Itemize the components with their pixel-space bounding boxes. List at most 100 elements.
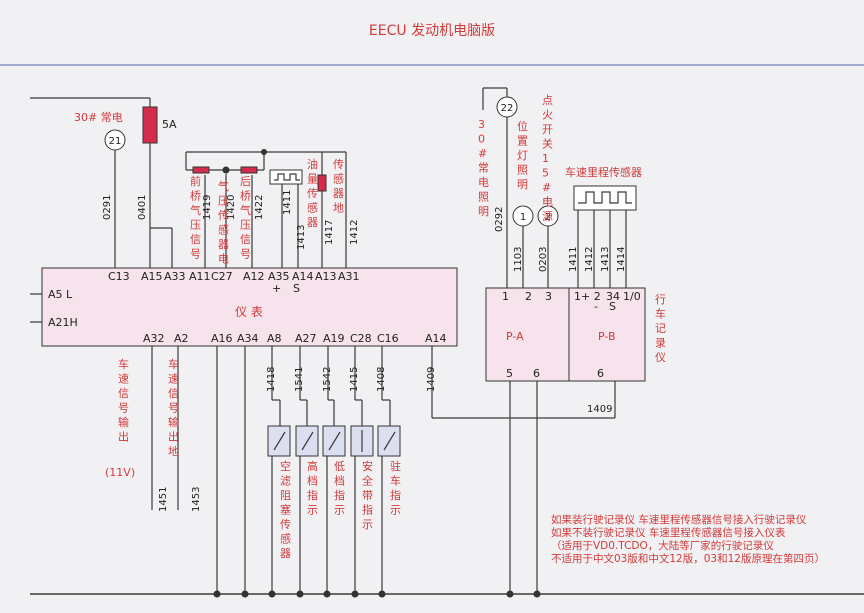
svg-text:1412: 1412 — [584, 247, 595, 272]
svg-text:1415: 1415 — [349, 367, 360, 392]
svg-text:A35: A35 — [268, 270, 290, 283]
pa-label: P-A — [506, 330, 524, 343]
top-wire-numbers: 0291 0401 1419 1420 1422 1411 1413 1417 … — [102, 190, 360, 250]
meter-bottom-pins: A32 A2 A16 A34 A8 A27 A19 C28 C16 A14 — [143, 332, 447, 345]
svg-text:A8: A8 — [267, 332, 282, 345]
svg-text:不适用于中文03版和中文12版，03和12版原理在第四页）: 不适用于中文03版和中文12版，03和12版原理在第四页） — [551, 552, 825, 565]
svg-text:0292: 0292 — [494, 207, 505, 232]
label-11v: (11V) — [105, 466, 135, 479]
svg-text:1417: 1417 — [324, 220, 335, 245]
svg-text:A11: A11 — [189, 270, 211, 283]
svg-text:A5 L: A5 L — [48, 288, 73, 301]
svg-text:1413: 1413 — [296, 225, 307, 250]
low-gear-switch-icon — [322, 425, 346, 457]
label-front-pressure: 前桥气压信号 — [190, 174, 201, 261]
label-fuel-sensor: 油量传感器 — [307, 157, 318, 229]
label-sensor-ground: 传感器地 — [333, 158, 344, 215]
speed-sensor-icon — [573, 185, 637, 288]
svg-text:+: + — [272, 282, 281, 295]
svg-text:A21H: A21H — [48, 316, 78, 329]
svg-text:1103: 1103 — [513, 247, 524, 272]
svg-text:1408: 1408 — [376, 367, 387, 392]
fuel-sensor — [317, 174, 327, 192]
svg-text:1422: 1422 — [254, 195, 265, 220]
svg-text:1414: 1414 — [616, 247, 627, 272]
label-low-gear: 低档指示 — [334, 460, 345, 517]
supply-label: 30# 常电 — [74, 111, 123, 124]
svg-text:S: S — [293, 282, 300, 295]
svg-text:-: - — [594, 300, 598, 313]
meter-left-pins: A5 L A21H — [30, 288, 78, 329]
recorder-wire-numbers: 0292 1103 0203 1411 1412 1413 1414 1409 — [494, 207, 627, 415]
svg-text:1411: 1411 — [282, 190, 293, 215]
left-supply: 5A 30# 常电 21 — [30, 97, 177, 268]
label-pressure-power: 气压传感器电源 — [218, 179, 229, 280]
svg-text:1409: 1409 — [587, 404, 612, 415]
svg-text:34: 34 — [606, 290, 620, 303]
svg-text:3: 3 — [545, 290, 552, 303]
label-seatbelt: 安全带指示 — [362, 459, 373, 531]
rear-pressure-sensor — [240, 166, 258, 174]
bottom-wires — [30, 346, 864, 595]
fuse-5a — [142, 106, 158, 144]
sensor-bus — [185, 149, 347, 268]
svg-text:2: 2 — [525, 290, 532, 303]
svg-text:1409: 1409 — [426, 367, 437, 392]
svg-text:1420: 1420 — [226, 195, 237, 220]
pulse-sensor-icon — [269, 169, 303, 185]
svg-text:A13: A13 — [315, 270, 337, 283]
svg-text:1411: 1411 — [568, 247, 579, 272]
svg-text:A31: A31 — [338, 270, 360, 283]
svg-text:5: 5 — [506, 367, 513, 380]
svg-text:A33: A33 — [164, 270, 186, 283]
label-high-gear: 高档指示 — [307, 459, 318, 517]
recorder-pb-box — [568, 287, 646, 382]
recorder-supply: 22 1 2 — [482, 87, 559, 288]
svg-text:1+ 2: 1+ 2 — [574, 290, 601, 303]
svg-text:1412: 1412 — [349, 220, 360, 245]
svg-text:0401: 0401 — [137, 195, 148, 220]
svg-text:A32: A32 — [143, 332, 165, 345]
air-filter-switch-icon — [267, 425, 291, 457]
svg-text:1: 1 — [520, 212, 526, 223]
svg-text:A27: A27 — [295, 332, 317, 345]
label-air-filter: 空滤阻塞传感器 — [280, 459, 291, 560]
svg-text:C27: C27 — [211, 270, 233, 283]
svg-text:如果装行驶记录仪 车速里程传感器信号接入行驶记录仪: 如果装行驶记录仪 车速里程传感器信号接入行驶记录仪 — [551, 513, 807, 526]
label-speed-out: 车速信号输出 — [118, 357, 129, 444]
svg-text:6: 6 — [597, 367, 604, 380]
svg-text:1418: 1418 — [266, 367, 277, 392]
label-parking: 驻车指示 — [390, 459, 401, 517]
label-speed-out-gnd: 车速信号输出地 — [168, 357, 179, 458]
svg-text:1419: 1419 — [202, 195, 213, 220]
parking-switch-icon — [377, 425, 401, 457]
ground-junctions — [213, 590, 541, 598]
label-rear-pressure: 后桥气压信号 — [240, 175, 251, 261]
front-pressure-sensor — [192, 166, 210, 174]
svg-text:1/0: 1/0 — [623, 290, 641, 303]
meter-box — [41, 267, 458, 347]
svg-text:1453: 1453 — [191, 487, 202, 512]
svg-text:1542: 1542 — [322, 367, 333, 392]
svg-text:A16: A16 — [211, 332, 233, 345]
svg-text:1413: 1413 — [600, 247, 611, 272]
svg-text:A12: A12 — [243, 270, 265, 283]
svg-text:A15: A15 — [141, 270, 163, 283]
svg-text:A19: A19 — [323, 332, 345, 345]
bottom-wire-numbers: 1418 1541 1542 1415 1408 1409 1451 1453 — [158, 367, 437, 512]
high-gear-switch-icon — [295, 425, 319, 457]
label-position-light: 位置灯照明 — [517, 119, 528, 191]
svg-text:22: 22 — [501, 103, 514, 114]
svg-text:1541: 1541 — [294, 367, 305, 392]
svg-text:如果不装行驶记录仪 车速里程传感器信号接入仪表: 如果不装行驶记录仪 车速里程传感器信号接入仪表 — [551, 526, 786, 539]
pb-label: P-B — [598, 330, 616, 343]
svg-text:（适用于VD0.TCDO，大陆等厂家的行驶记录仪: （适用于VD0.TCDO，大陆等厂家的行驶记录仪 — [551, 539, 774, 552]
page-title: EECU 发动机电脑版 — [369, 23, 495, 39]
svg-text:C16: C16 — [377, 332, 399, 345]
svg-text:S: S — [609, 300, 616, 313]
svg-text:1: 1 — [502, 290, 509, 303]
meter-top-pins: C13 A15 A33 A11 C27 A12 A35 A14 A13 A31 … — [108, 270, 360, 295]
